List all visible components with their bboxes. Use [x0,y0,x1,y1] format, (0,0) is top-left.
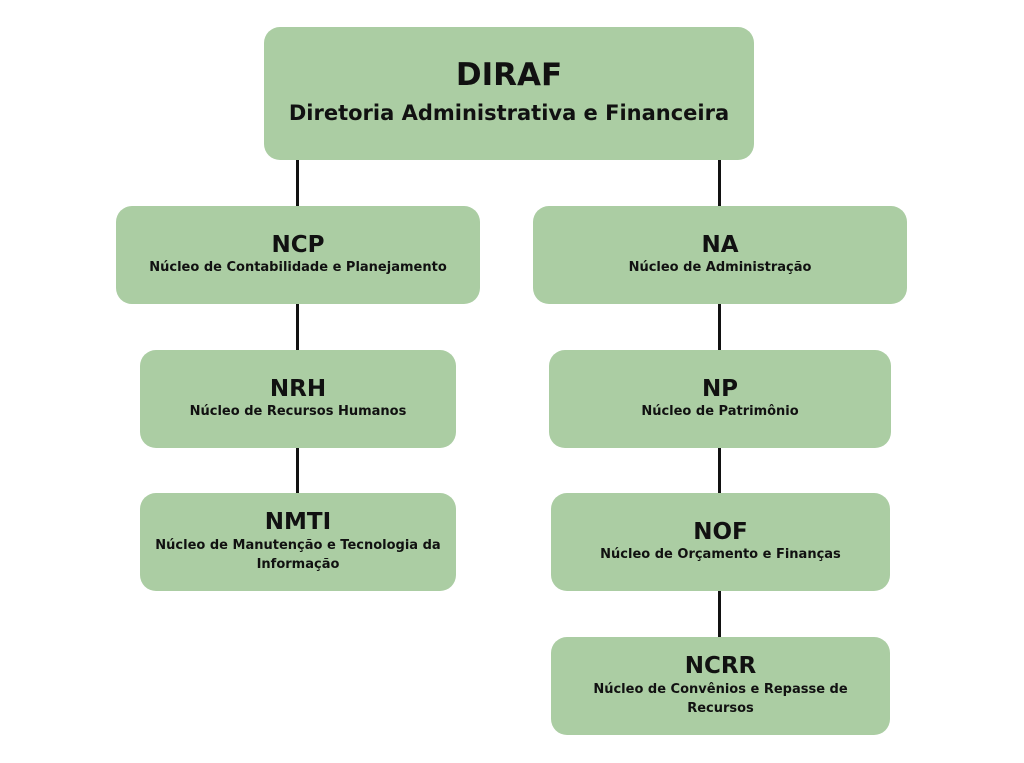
node-name: Núcleo de Recursos Humanos [189,404,407,420]
node-name: Núcleo de Contabilidade e Planejamento [149,260,447,276]
connector-np-nof [718,446,721,496]
node-name: Diretoria Administrativa e Financeira [288,100,730,125]
node-np: NP Núcleo de Patrimônio [549,350,891,448]
connector-nof-ncrr [718,590,721,640]
node-na: NA Núcleo de Administração [533,206,907,304]
node-name: Núcleo de Manutenção e Tecnologia da Inf… [155,537,441,573]
connector-nrh-nmti [296,446,299,496]
connector-diraf-ncp [296,158,299,208]
node-abbr: NP [701,376,739,403]
node-abbr: NCRR [684,653,757,680]
node-nmti: NMTI Núcleo de Manutenção e Tecnologia d… [140,493,456,591]
connector-na-np [718,302,721,352]
node-name: Núcleo de Convênios e Repasse de Recurso… [593,681,848,717]
node-diraf: DIRAF Diretoria Administrativa e Finance… [264,27,754,160]
node-abbr: NOF [693,519,748,546]
node-name: Núcleo de Orçamento e Finanças [600,547,841,563]
node-abbr: NA [701,232,739,259]
node-name: Núcleo de Patrimônio [641,404,799,420]
node-nof: NOF Núcleo de Orçamento e Finanças [551,493,890,591]
node-name: Núcleo de Administração [628,260,812,276]
node-abbr: NMTI [264,509,332,536]
connector-diraf-na [718,158,721,208]
node-abbr: NRH [269,376,327,403]
connector-ncp-nrh [296,302,299,352]
node-abbr: DIRAF [455,56,563,93]
node-nrh: NRH Núcleo de Recursos Humanos [140,350,456,448]
node-ncp: NCP Núcleo de Contabilidade e Planejamen… [116,206,480,304]
node-abbr: NCP [271,232,325,259]
node-ncrr: NCRR Núcleo de Convênios e Repasse de Re… [551,637,890,735]
